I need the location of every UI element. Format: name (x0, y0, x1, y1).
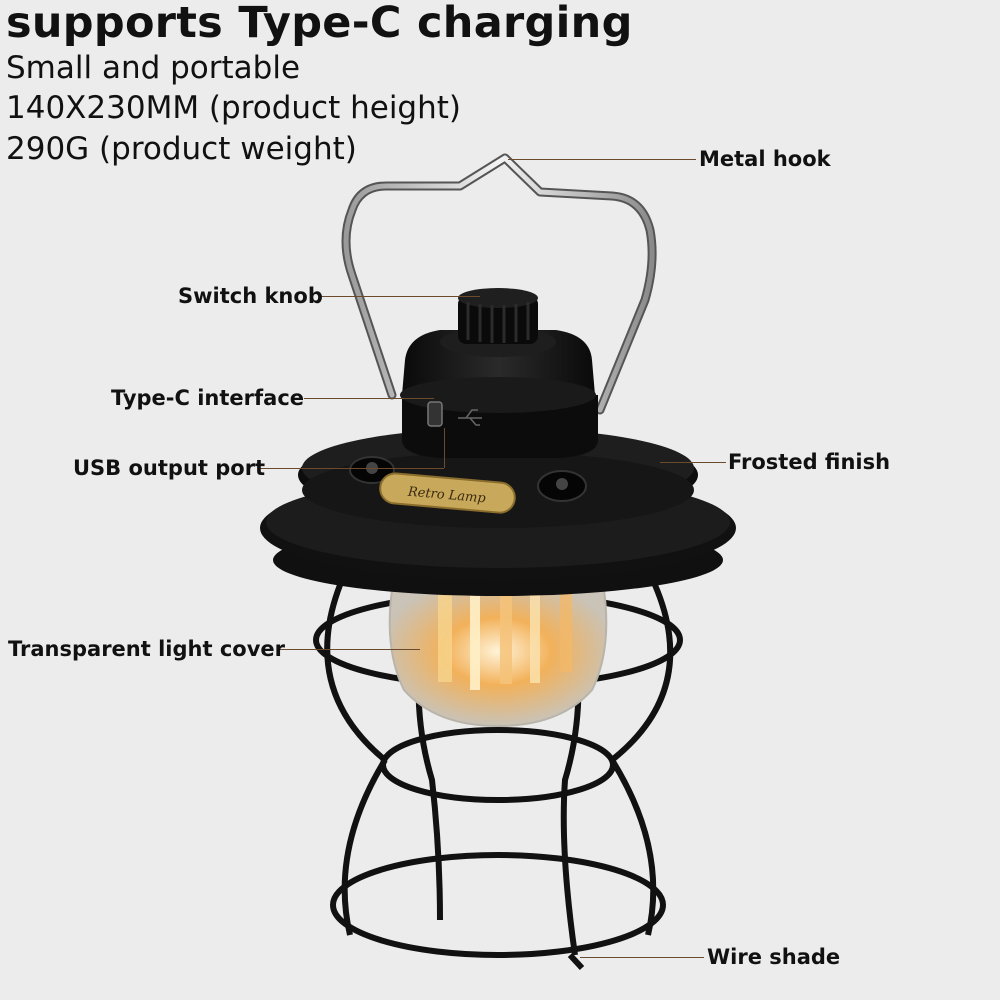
light-cover (388, 589, 608, 728)
lantern-body (400, 327, 598, 458)
brim-screw-left (349, 456, 395, 484)
headline: supports Type-C charging (6, 0, 633, 48)
badge-text: Retro Lamp (406, 485, 487, 507)
callout-switch-knob: Switch knob (178, 284, 323, 308)
leader-switch-knob (320, 296, 480, 297)
callout-usb-output-port: USB output port (73, 456, 266, 480)
leader-frosted-finish (660, 462, 726, 463)
leader-metal-hook (508, 159, 696, 160)
callout-wire-shade: Wire shade (707, 945, 841, 969)
brim-screw-right (537, 470, 587, 502)
callout-frosted-finish: Frosted finish (728, 450, 891, 474)
callout-type-c-interface: Type-C interface (111, 386, 305, 410)
spec-line-height: 140X230MM (product height) (6, 90, 462, 126)
callout-metal-hook: Metal hook (699, 147, 831, 171)
callout-transparent-light-cover: Transparent light cover (8, 637, 285, 661)
leader-type-c-interface (304, 398, 434, 399)
usb-icon (458, 409, 482, 426)
leader-usb-output-port-vertical (444, 428, 445, 468)
leader-wire-shade (580, 957, 704, 958)
leader-transparent-light-cover (280, 649, 420, 650)
brand-badge: Retro Lamp (379, 472, 516, 514)
spec-line-portable: Small and portable (6, 50, 301, 86)
spec-line-weight: 290G (product weight) (6, 131, 357, 167)
type-c-port (427, 401, 443, 427)
metal-hook (341, 153, 657, 415)
leader-usb-output-port (258, 468, 444, 469)
switch-knob (458, 288, 538, 344)
